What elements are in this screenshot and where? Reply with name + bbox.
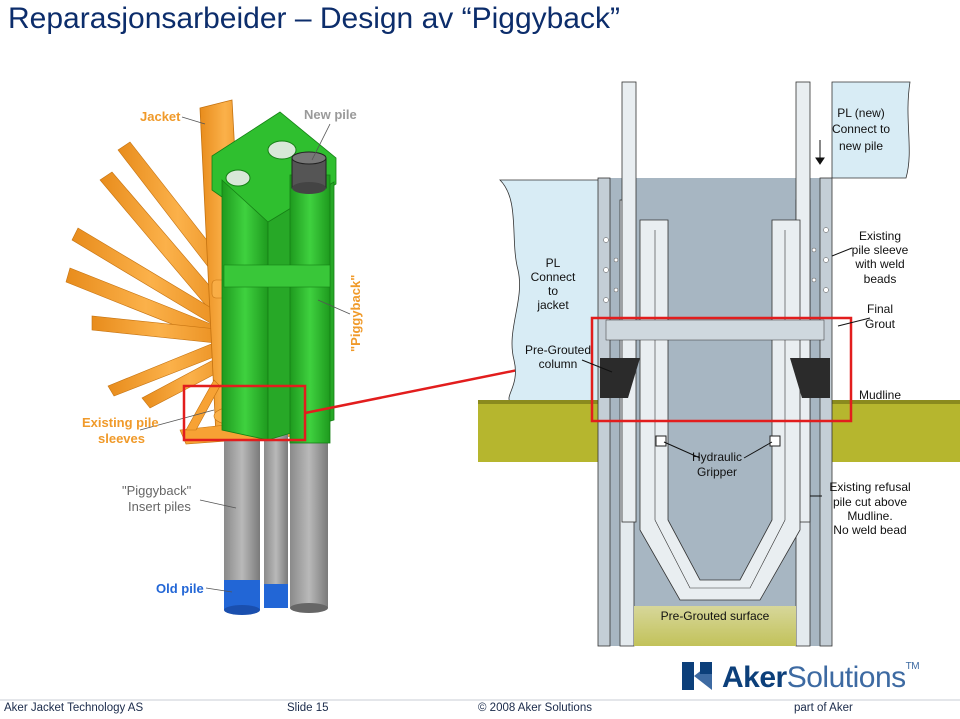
new-pile-label: New pile	[304, 107, 357, 122]
pl-jacket-label-1: PL	[546, 256, 561, 270]
footer-part-of: part of Aker	[794, 702, 853, 714]
pregrouted-column-label-2: column	[539, 357, 578, 371]
refusal-pile-label-4: No weld bead	[833, 523, 906, 537]
jacket-label: Jacket	[140, 109, 181, 124]
insert-piles-label-1: "Piggyback"	[122, 483, 192, 498]
insert-piles-label-2: Insert piles	[128, 499, 191, 514]
right-leader-lines	[581, 140, 871, 497]
existing-sleeves-label-1: Existing pile	[82, 415, 159, 430]
hydraulic-gripper-label-2: Gripper	[697, 465, 737, 479]
pregrouted-surface-label: Pre-Grouted surface	[661, 609, 770, 623]
insert-piles	[224, 432, 328, 615]
hydraulic-gripper-label-1: Hydraulic	[692, 450, 742, 464]
final-grout-label-2: Grout	[865, 317, 896, 331]
footer-slide-number: Slide 15	[287, 702, 329, 714]
aker-logo-icon	[682, 662, 712, 690]
pregrouted-column-label-1: Pre-Grouted	[525, 343, 591, 357]
pl-new-label-3: new pile	[839, 139, 883, 153]
footer-company: Aker Jacket Technology AS	[4, 702, 144, 714]
existing-sleeve-label-1: Existing	[859, 229, 901, 243]
pl-jacket-label-3: to	[548, 284, 558, 298]
pl-jacket-label-2: Connect	[531, 270, 576, 284]
existing-sleeves-label-2: sleeves	[98, 431, 145, 446]
old-pile-label: Old pile	[156, 581, 204, 596]
logo-bold: Aker	[722, 661, 787, 694]
pl-jacket-label-4: jacket	[536, 298, 569, 312]
aker-solutions-logo: AkerSolutionsTM	[722, 661, 920, 695]
left-leader-lines	[139, 116, 351, 593]
refusal-pile-label-2: pile cut above	[833, 495, 907, 509]
mudline-label: Mudline	[859, 388, 901, 402]
final-grout-label-1: Final	[867, 302, 893, 316]
pl-new-label-2: Connect to	[832, 122, 890, 136]
refusal-pile-label-1: Existing refusal	[829, 480, 910, 494]
cross-section	[478, 81, 960, 647]
existing-sleeve-label-4: beads	[864, 272, 897, 286]
pl-new-label-1: PL (new)	[837, 106, 885, 120]
existing-sleeve-label-2: pile sleeve	[852, 243, 909, 257]
logo-tm: TM	[905, 661, 920, 672]
right-highlight-box	[590, 316, 853, 423]
piggyback-frame	[211, 111, 337, 444]
refusal-pile-label-3: Mudline.	[847, 509, 892, 523]
footer-copyright: © 2008 Aker Solutions	[478, 702, 592, 714]
logo-light: Solutions	[786, 661, 906, 694]
existing-sleeve-label-3: with weld	[854, 257, 904, 271]
piggyback-vertical-label: "Piggyback"	[348, 275, 363, 352]
slide-title: Reparasjonsarbeider – Design av “Piggyba…	[8, 2, 620, 35]
